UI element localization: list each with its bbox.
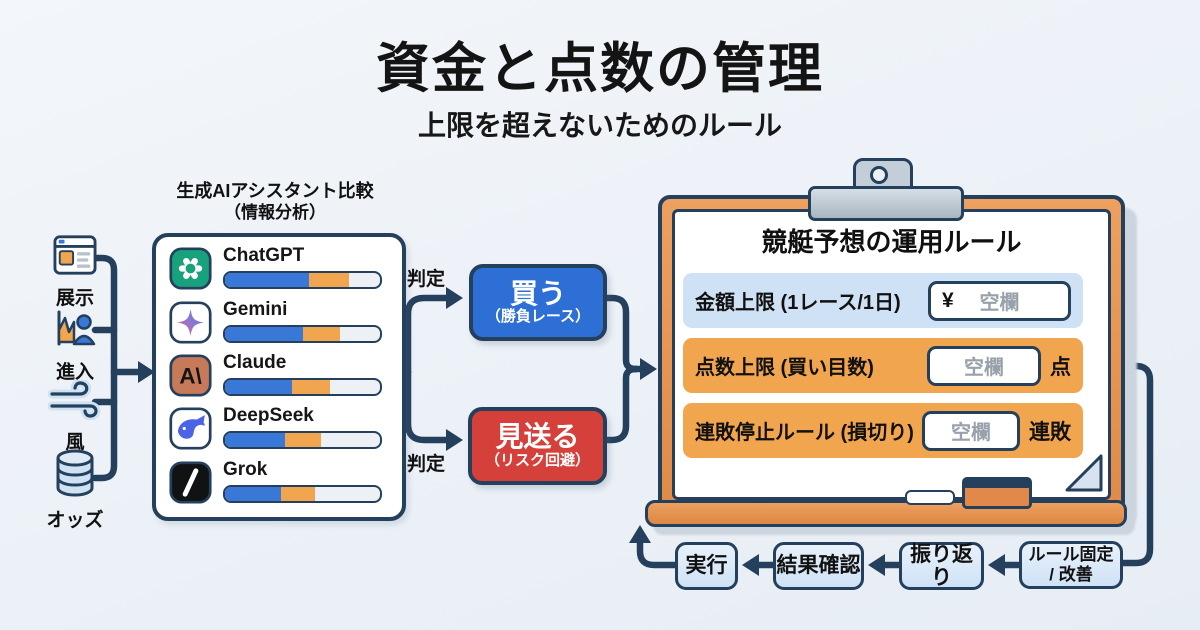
factor-label: 展示 [55,288,94,309]
ai-panel-header: 生成AIアシスタント比較 （情報分析） [140,181,410,223]
skip-subtitle: （リスク回避） [484,451,590,469]
input-placeholder: 空欄 [964,357,1004,379]
factor-kaze: 風 [20,378,130,454]
skip-box: 見送る （リスク回避） [468,407,607,485]
judge-label-bottom: 判定 [407,454,446,475]
factor-tenji: 展示 [20,234,130,310]
rules-board-paper: 競艇予想の運用ルール 金額上限 (1レース/1日) ¥ 空欄 点数上限 (買い目… [672,209,1111,500]
grok-icon [169,461,212,504]
page-fold-corner [1065,454,1103,492]
arrow-into-board [640,358,657,380]
arrow-into-check [868,554,885,576]
rule-suffix: 点 [1050,355,1071,379]
chalk [905,490,955,505]
gemini-icon [169,301,212,344]
wind-icon [47,378,102,425]
arrow-into-review [988,554,1005,576]
rules-board-title: 競艇予想の運用ルール [761,227,1022,257]
deepseek-icon [169,407,212,450]
cycle-step-label-line1: ルール固定 [1028,545,1114,565]
rule-suffix: 連敗 [1029,420,1071,444]
factor-label: 風 [65,432,85,453]
rule-label: 連敗停止ルール (損切り) [695,422,914,444]
cycle-step-label: 振り返り [910,542,973,589]
rule-label: 金額上限 (1レース/1日) [695,292,901,314]
cycle-step-label-line2: / 改善 [1049,565,1093,584]
clipboard-clip-bar [808,186,964,221]
factor-label: 進入 [55,362,94,383]
assistant-score-bar [223,431,382,449]
rule-row-amount: 金額上限 (1レース/1日) ¥ 空欄 [683,273,1083,328]
page-subtitle: 上限を超えないためのルール [417,110,782,141]
clip-hole [870,166,888,184]
factor-odds: オッズ [20,448,130,532]
assistant-name: DeepSeek [223,405,314,426]
chatgpt-icon [169,247,212,290]
judge-label-top: 判定 [407,269,446,290]
cycle-step-check-results: 結果確認 [773,542,864,590]
assistant-name: Claude [223,352,287,373]
factor-label: オッズ [46,510,104,531]
rule-row-points: 点数上限 (買い目数) 空欄 点 [683,338,1083,393]
input-placeholder: 空欄 [979,292,1020,314]
odds-database-icon [52,448,98,503]
cycle-step-label: 結果確認 [776,554,861,578]
buy-subtitle: （勝負レース） [485,308,591,326]
board-tray [645,500,1127,527]
page-title: 資金と点数の管理 [376,39,824,99]
entry-chart-icon [51,306,99,355]
points-input: 空欄 [927,345,1041,386]
arrow-into-ai-panel [138,361,155,383]
assistant-score-bar [223,485,382,503]
streak-input: 空欄 [922,410,1020,451]
ai-panel-title: 生成AIアシスタント比較 [176,181,374,201]
assistant-row-gemini: Gemini [169,299,389,347]
arrow-into-buy [446,287,463,309]
arrow-up-to-board [629,525,651,543]
claude-icon: A\ [169,354,212,397]
assistant-name: ChatGPT [223,245,305,266]
assistant-name: Grok [223,459,268,480]
assistant-row-claude: A\ Claude [169,352,389,400]
rule-label: 点数上限 (買い目数) [695,357,874,379]
buy-box: 買う （勝負レース） [469,264,607,341]
ai-comparison-panel: ChatGPT Gemini [152,233,406,521]
yen-prefix: ¥ [942,288,954,312]
eraser [962,477,1032,509]
skip-title: 見送る [495,421,580,453]
assistant-score-bar [223,378,382,396]
cycle-step-label: 実行 [685,554,728,578]
browser-window-icon [52,234,98,281]
assistant-row-grok: Grok [169,459,389,507]
amount-input: ¥ 空欄 [928,280,1071,321]
ai-panel-subtitle: （情報分析） [224,202,326,222]
input-placeholder: 空欄 [951,422,991,444]
arrow-into-execute [742,554,759,576]
cycle-step-execute: 実行 [675,542,738,590]
assistant-row-chatgpt: ChatGPT [169,245,389,293]
cycle-step-fix-improve-rules: ルール固定 / 改善 [1019,541,1123,589]
buy-title: 買う [509,277,566,309]
assistant-row-deepseek: DeepSeek [169,405,389,453]
arrow-into-skip [446,429,463,451]
svg-text:A\: A\ [179,364,202,389]
assistant-score-bar [223,325,382,343]
assistant-score-bar [223,271,382,289]
assistant-name: Gemini [223,299,288,320]
factor-shinnyu: 進入 [20,306,130,384]
cycle-step-review: 振り返り [899,542,984,590]
rules-board: 競艇予想の運用ルール 金額上限 (1レース/1日) ¥ 空欄 点数上限 (買い目… [658,195,1125,514]
rule-row-losing-streak: 連敗停止ルール (損切り) 空欄 連敗 [683,403,1083,458]
